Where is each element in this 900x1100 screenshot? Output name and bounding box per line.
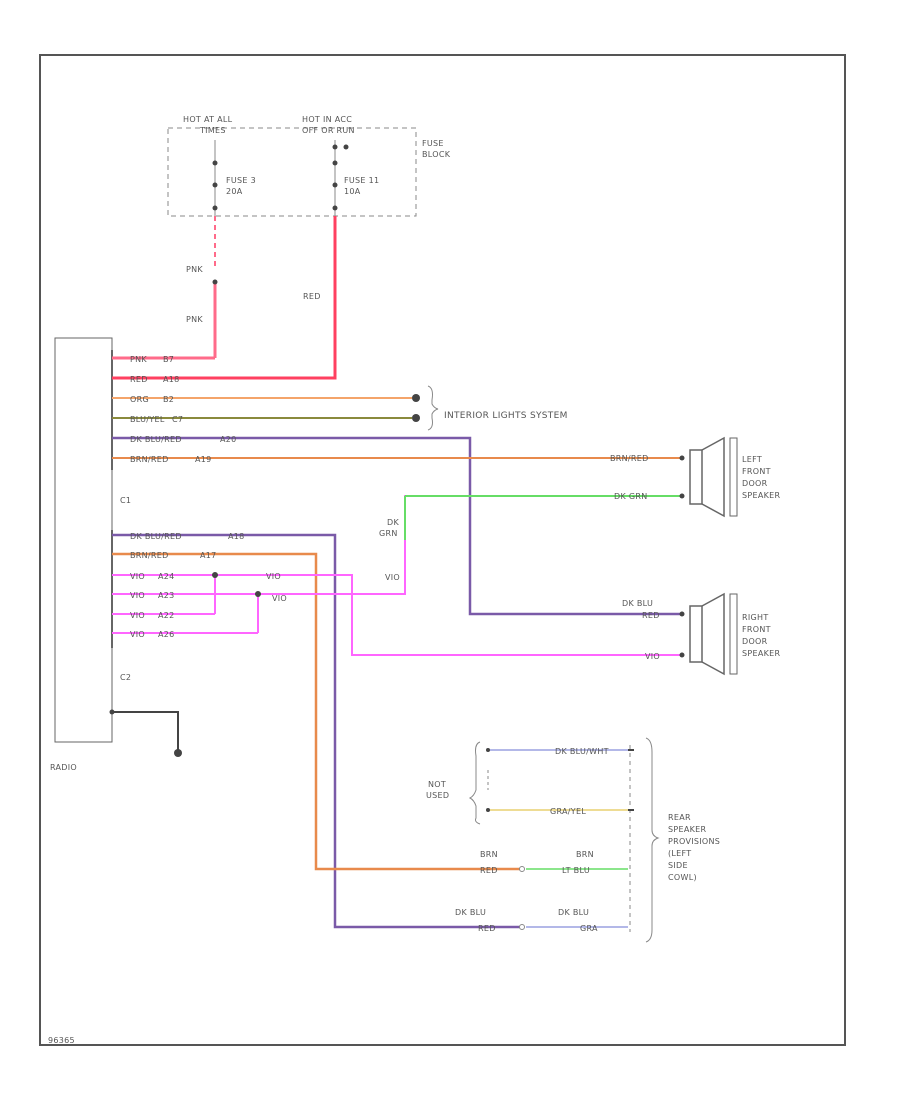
vio-label-a: VIO [266, 572, 281, 581]
rear-prov-line5: SIDE [668, 861, 688, 870]
left-speaker-line2: FRONT [742, 467, 771, 476]
diagram-frame [39, 54, 846, 1046]
fuse-hot-all-line1: HOT AT ALL [183, 115, 233, 124]
c1-org-pin: B2 [163, 395, 174, 404]
rear-top-wire-label: DK BLU/WHT [555, 747, 609, 756]
radio-c1-label: C1 [120, 496, 131, 505]
power-wires: PNK PNK RED [112, 216, 337, 380]
c2-vio2-pin: A23 [158, 591, 175, 600]
rf-blu-label-2: RED [642, 611, 660, 620]
rear-mid-wire-label: GRA/YEL [550, 807, 586, 816]
fuse3-rating: 20A [226, 187, 243, 196]
fuse-block-line2: BLOCK [422, 150, 451, 159]
c2-vio4-pin: A26 [158, 630, 175, 639]
not-used-line2: USED [426, 791, 449, 800]
vio-label-c: VIO [385, 573, 400, 582]
c1-wires: PNK B7 RED A18 ORG B2 BLU/YEL C7 INTERIO… [112, 355, 680, 616]
rear-brn-a2: RED [480, 866, 498, 875]
rf-vio-label: VIO [645, 652, 660, 661]
interior-lights-label: INTERIOR LIGHTS SYSTEM [444, 411, 568, 421]
ground-icon [174, 749, 182, 757]
fuse11-rating: 10A [344, 187, 361, 196]
rear-blu-a1: DK BLU [455, 908, 486, 917]
left-speaker-line1: LEFT [742, 455, 762, 464]
c1-red-color: RED [130, 375, 148, 384]
rf-blu-label-1: DK BLU [622, 599, 653, 608]
lf-grn-label: DK GRN [614, 492, 648, 501]
rear-prov-line1: REAR [668, 813, 691, 822]
c2-wires: DK BLU/RED A18 BRN/RED A17 VIO A24 VIO A… [112, 495, 680, 929]
left-speaker-line3: DOOR [742, 479, 768, 488]
c2-vio3-pin: A22 [158, 611, 175, 620]
c1-brn-color: BRN/RED [130, 455, 169, 464]
rear-prov-line2: SPEAKER [668, 825, 707, 834]
c1-dkblu-pin: A20 [220, 435, 237, 444]
fuse-block: HOT AT ALL TIMES HOT IN ACC OFF OR RUN F… [167, 115, 451, 217]
c1-dkblu-color: DK BLU/RED [130, 435, 182, 444]
left-front-speaker: BRN/RED DK GRN LEFT FRONT DOOR SPEAKER [610, 436, 781, 518]
rear-blu-b1: DK BLU [558, 908, 589, 917]
rear-brn-b2: LT BLU [562, 866, 590, 875]
c2-dkblu-pin: A18 [228, 532, 245, 541]
rear-prov-line6: COWL) [668, 873, 697, 882]
c2-dkblu-color: DK BLU/RED [130, 532, 182, 541]
c2-vio2-color: VIO [130, 591, 145, 600]
fuse-block-line1: FUSE [422, 139, 444, 148]
right-front-speaker: DK BLU RED VIO RIGHT FRONT DOOR SPEAKER [622, 592, 781, 676]
rear-brn-b1: BRN [576, 850, 594, 859]
vio-label-b: VIO [272, 594, 287, 603]
c1-org-color: ORG [130, 395, 149, 404]
fuse-hot-all-line2: TIMES [199, 126, 226, 135]
c1-blu-pin: C7 [172, 415, 183, 424]
lf-brn-label: BRN/RED [610, 454, 649, 463]
left-speaker-line4: SPEAKER [742, 491, 781, 500]
c1-blu-color: BLU/YEL [130, 415, 165, 424]
dk-grn-label-1: DK [387, 518, 399, 527]
right-speaker-line4: SPEAKER [742, 649, 781, 658]
c2-vio4-color: VIO [130, 630, 145, 639]
c1-pnk-color: PNK [130, 355, 147, 364]
radio-label: RADIO [50, 763, 77, 772]
right-speaker-line3: DOOR [742, 637, 768, 646]
right-speaker-line1: RIGHT [742, 613, 769, 622]
red-wire-label: RED [303, 292, 321, 301]
rear-blu-b2: GRA [580, 924, 598, 933]
radio-c2-label: C2 [120, 673, 131, 682]
rear-speaker-provisions: NOT USED DK BLU/WHT GRA/YEL BRN RED BRN … [426, 737, 720, 943]
pnk-wire-label-1: PNK [186, 265, 203, 274]
fuse3-name: FUSE 3 [226, 176, 256, 185]
right-speaker-line2: FRONT [742, 625, 771, 634]
footer-code: 96365 [48, 1036, 75, 1045]
not-used-line1: NOT [428, 780, 446, 789]
c2-brn-color: BRN/RED [130, 551, 169, 560]
c1-pnk-pin: B7 [163, 355, 174, 364]
radio-unit: RADIO C1 C2 [50, 337, 182, 772]
c2-vio3-color: VIO [130, 611, 145, 620]
rear-brn-a1: BRN [480, 850, 498, 859]
c2-brn-pin: A17 [200, 551, 217, 560]
rear-prov-line4: (LEFT [668, 849, 691, 858]
pnk-wire-label-2: PNK [186, 315, 203, 324]
c2-vio1-color: VIO [130, 572, 145, 581]
dk-grn-label-2: GRN [379, 529, 398, 538]
c2-vio1-pin: A24 [158, 572, 175, 581]
c1-brn-pin: A19 [195, 455, 212, 464]
fuse-hot-acc-line1: HOT IN ACC [302, 115, 352, 124]
rear-prov-line3: PROVISIONS [668, 837, 720, 846]
rear-blu-a2: RED [478, 924, 496, 933]
c1-red-pin: A18 [163, 375, 180, 384]
fuse-hot-acc-line2: OFF OR RUN [302, 126, 355, 135]
fuse11-name: FUSE 11 [344, 176, 379, 185]
